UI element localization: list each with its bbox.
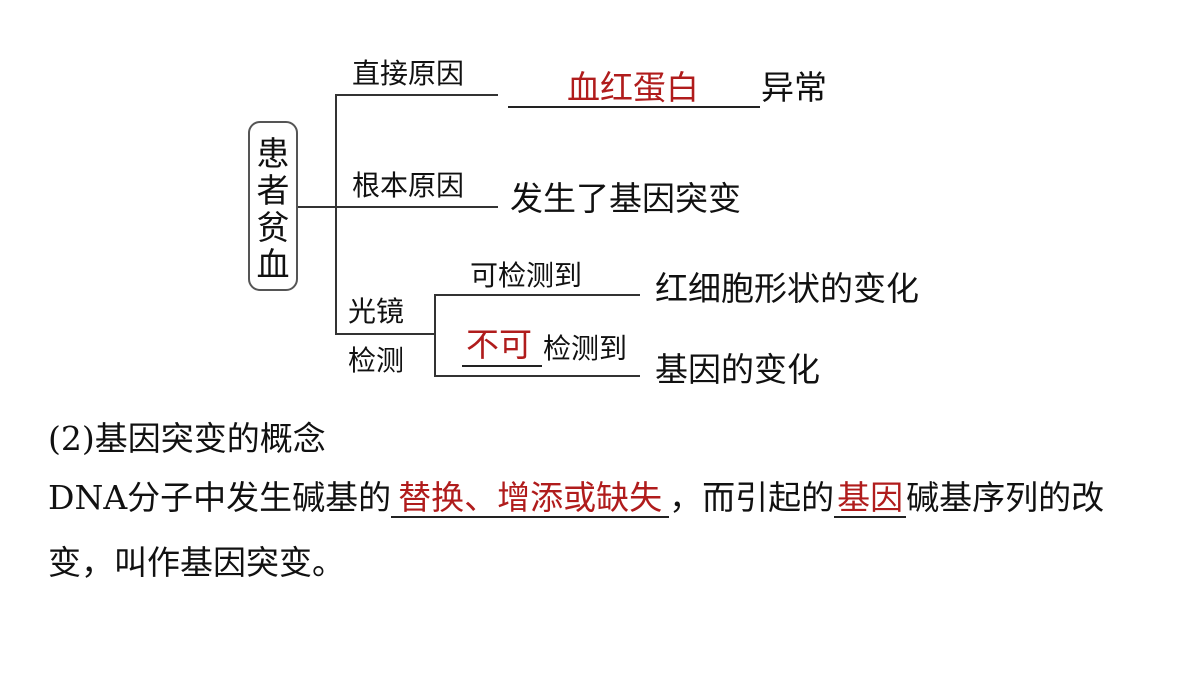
- concept-line-2: 变，叫作基因突变。: [48, 543, 345, 582]
- answer-blank-1: 替换、增添或缺失: [391, 480, 670, 518]
- concept-heading: (2)基因突变的概念: [48, 419, 326, 458]
- root-cause-branch-line: [335, 206, 498, 208]
- undetectable-branch-line: [434, 375, 640, 377]
- detectable-label: 可检测到: [470, 259, 583, 292]
- concept-line-1: DNA分子中发生碱基的替换、增添或缺失，而引起的基因碱基序列的改: [48, 478, 1105, 518]
- undetectable-label: 检测到: [543, 332, 628, 365]
- microscope-label-line1: 光镜: [348, 295, 405, 328]
- detectable-branch-line: [434, 294, 640, 296]
- concept-line1-middle: ，而引起的: [669, 478, 835, 517]
- direct-cause-answer-blank: [508, 106, 760, 108]
- root-node-label: 患者贫血: [256, 134, 290, 284]
- answer-blank-2: 基因: [834, 480, 907, 518]
- microscope-subtrunk-line: [434, 294, 436, 376]
- direct-cause-suffix: 异常: [761, 68, 827, 107]
- direct-cause-branch-line: [335, 94, 498, 96]
- root-cause-text: 发生了基因突变: [510, 179, 741, 218]
- root-node: 患者贫血: [248, 121, 298, 291]
- direct-cause-label: 直接原因: [352, 57, 465, 90]
- root-connector: [298, 206, 336, 208]
- undetectable-answer: 不可: [466, 325, 532, 364]
- concept-line1-prefix: DNA分子中发生碱基的: [48, 478, 392, 517]
- microscope-branch-line: [335, 333, 435, 335]
- undetectable-result: 基因的变化: [655, 350, 820, 389]
- microscope-label-line2: 检测: [348, 344, 405, 377]
- direct-cause-answer: 血红蛋白: [567, 68, 699, 107]
- concept-line1-suffix: 碱基序列的改: [906, 478, 1105, 517]
- main-trunk-line: [335, 94, 337, 334]
- detectable-result: 红细胞形状的变化: [655, 269, 919, 308]
- undetectable-answer-blank: [462, 365, 542, 367]
- root-cause-label: 根本原因: [352, 169, 465, 202]
